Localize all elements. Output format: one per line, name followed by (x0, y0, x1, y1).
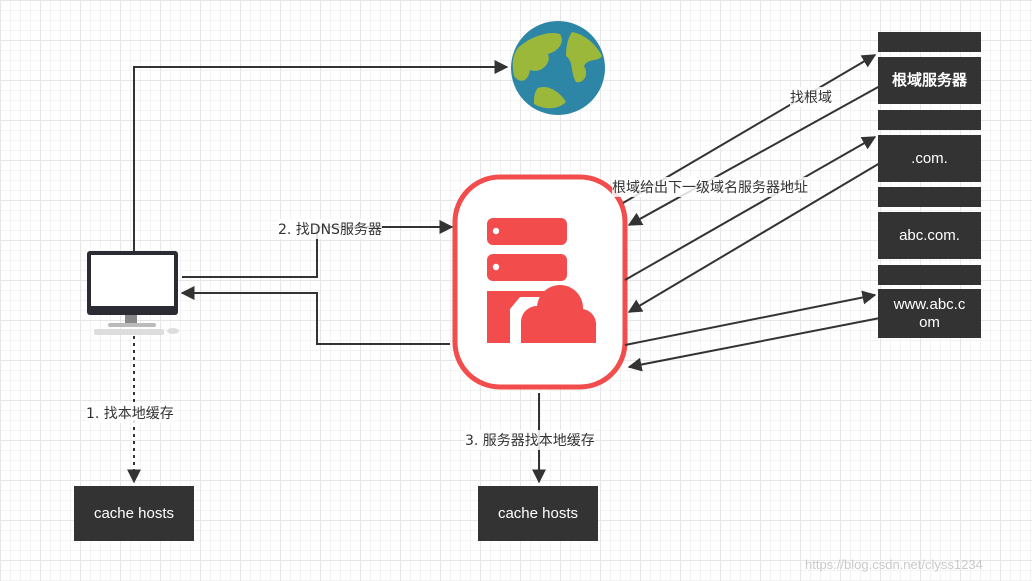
arrow-dns-to-com (624, 136, 877, 281)
server-stack-bar (878, 32, 981, 52)
dns-cloud-server-icon (452, 174, 628, 390)
abc-com-server-box: abc.com. (878, 212, 981, 259)
label-root-reply: 根域给出下一级域名服务器地址 (612, 177, 808, 197)
dns-cache-hosts-box: cache hosts (478, 486, 598, 541)
arrow-dns-to-computer (180, 286, 450, 345)
arrow-www-to-dns (627, 317, 881, 372)
arrow-dns-to-www (624, 290, 877, 346)
server-stack-bar (878, 110, 981, 130)
globe-icon (511, 21, 605, 115)
desktop-computer-icon (87, 251, 179, 335)
label-find-root: 找根域 (790, 87, 832, 107)
label-find-local-cache: 1. 找本地缓存 (86, 403, 174, 423)
com-server-box: .com. (878, 135, 981, 182)
www-abc-com-server-box: www.abc.c om (878, 289, 981, 338)
client-cache-hosts-box: cache hosts (74, 486, 194, 541)
server-stack-bar (878, 265, 981, 285)
root-server-box: 根域服务器 (878, 57, 981, 104)
arrow-root-to-dns (627, 85, 881, 226)
label-find-dns-server: 2. 找DNS服务器 (278, 219, 382, 239)
server-stack-bar (878, 187, 981, 207)
label-server-local-cache: 3. 服务器找本地缓存 (465, 430, 595, 450)
arrow-computer-to-globe (133, 60, 509, 251)
watermark-url: https://blog.csdn.net/clyss1234 (805, 557, 983, 572)
arrow-computer-to-dns (182, 220, 454, 278)
arrow-com-to-dns (627, 162, 881, 313)
